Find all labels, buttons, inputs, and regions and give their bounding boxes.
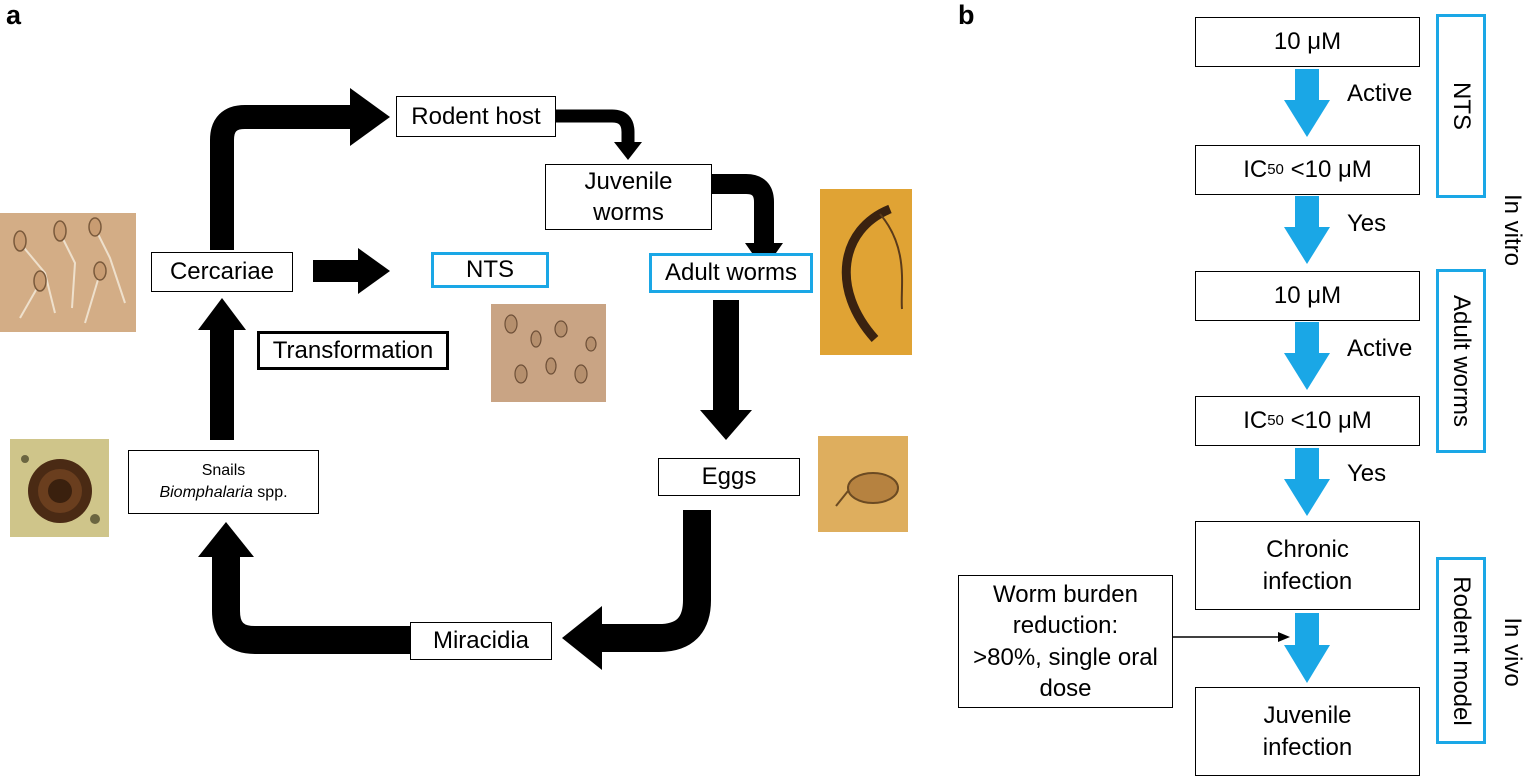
cercariae-box: Cercariae (151, 252, 293, 292)
snails-box: Snails Biomphalaria spp. (128, 450, 319, 514)
arrow-rodent-to-juvenile (555, 109, 635, 145)
nts-photo (491, 304, 606, 402)
side-box-adult-worms: Adult worms (1436, 269, 1486, 453)
panel-b-label: b (958, 0, 975, 30)
juvenile-worms-box: Juvenile worms (545, 164, 712, 230)
arrowhead-eggs (700, 410, 752, 440)
adult-worm-photo (820, 189, 912, 355)
side-note-in-vivo: In vivo (1499, 617, 1525, 687)
arrowhead-cercariae (198, 298, 246, 330)
panel-a-label: a (6, 0, 22, 30)
blue-arrow-2 (1284, 196, 1330, 264)
side-note-in-vitro: In vitro (1499, 193, 1525, 267)
side-box-nts: NTS (1436, 14, 1486, 198)
snails-label: Snails (201, 461, 246, 479)
adult-screen-box: 10 μM (1195, 271, 1420, 321)
snails-spp: spp. (252, 484, 288, 501)
nts-ic50-prefix: IC (1243, 156, 1268, 184)
adult-ic50-prefix: IC (1243, 407, 1268, 435)
rodent-host-box: Rodent host (396, 96, 556, 137)
side-box-rodent-model-label: Rodent model (1448, 575, 1475, 726)
adult-ic50-suffix: <10 μM (1283, 407, 1372, 435)
transformation-box: Transformation (257, 331, 449, 370)
snail-photo (10, 439, 109, 537)
snails-genus: Biomphalaria (159, 484, 253, 501)
eggs-box: Eggs (658, 458, 800, 496)
nts-screen-box: 10 μM (1195, 17, 1420, 67)
arrowhead-rodent (350, 88, 390, 146)
adult-ic50-subscript: 50 (1267, 412, 1284, 430)
arrowhead-snails (198, 522, 254, 557)
side-box-adult-worms-label: Adult worms (1448, 294, 1475, 428)
miracidia-box: Miracidia (410, 622, 552, 660)
arrowhead-miracidia (562, 606, 602, 670)
arrow-miracidia-to-snails (212, 555, 410, 654)
arrow-adult-to-eggs (713, 300, 739, 412)
nts-ic50-suffix: <10 μM (1283, 156, 1372, 184)
nts-ic50-subscript: 50 (1267, 161, 1284, 179)
worm-burden-connector (1173, 632, 1290, 642)
arrow-label-yes-2: Yes (1347, 460, 1387, 487)
arrow-juvenile-to-adult (712, 174, 774, 245)
side-box-nts-label: NTS (1448, 82, 1475, 130)
arrow-label-active-2: Active (1347, 335, 1413, 362)
chronic-infection-box: Chronic infection (1195, 521, 1420, 610)
worm-burden-box: Worm burden reduction: >80%, single oral… (958, 575, 1173, 708)
nts-box: NTS (431, 252, 549, 288)
arrow-label-active-1: Active (1347, 80, 1413, 107)
juvenile-infection-box: Juvenile infection (1195, 687, 1420, 776)
arrow-cercariae-to-rodent (210, 105, 355, 250)
blue-arrow-3 (1284, 322, 1330, 390)
snails-species: Biomphalaria spp. (159, 482, 287, 504)
side-box-rodent-model: Rodent model (1436, 557, 1486, 744)
arrow-snails-to-cercariae (210, 330, 234, 440)
adult-worms-box: Adult worms (649, 253, 813, 293)
arrow-eggs-to-miracidia (600, 510, 711, 652)
blue-arrow-1 (1284, 69, 1330, 137)
blue-arrow-4 (1284, 448, 1330, 516)
arrow-cercariae-to-nts (313, 260, 361, 282)
arrowhead-juvenile (614, 142, 642, 160)
cercariae-photo (0, 213, 136, 332)
blue-arrow-5 (1284, 613, 1330, 683)
egg-photo (818, 436, 908, 532)
arrow-label-yes-1: Yes (1347, 210, 1387, 237)
arrowhead-nts (358, 248, 390, 294)
